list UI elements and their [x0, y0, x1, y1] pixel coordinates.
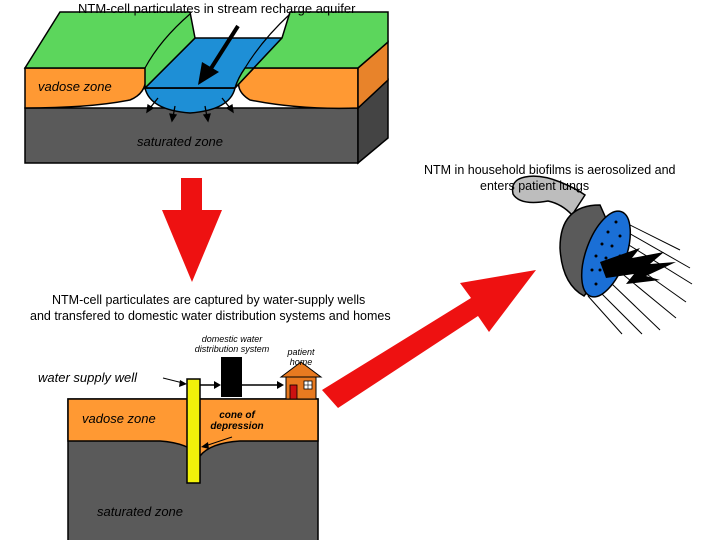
inflow-arrow-shaft	[208, 24, 240, 72]
red-arrow-down	[162, 178, 222, 282]
well-pointer-head	[179, 380, 187, 387]
stream-aquifer-block: vadose zone saturated zone	[23, 11, 389, 165]
right-caption-line2: enters patient lungs	[480, 179, 589, 193]
middle-caption-line1: NTM-cell particulates are captured by wa…	[52, 293, 365, 307]
ridge-line-left	[144, 13, 191, 69]
recharge-arrows	[146, 97, 234, 123]
well-cross-section: water supply well domestic water distrib…	[38, 334, 323, 540]
cone-pointer-head	[201, 442, 209, 449]
water-supply-well	[186, 378, 201, 484]
top-vadose-label: vadose zone	[38, 79, 112, 94]
home-label-2: home	[290, 357, 313, 367]
ridge-line-right	[244, 13, 291, 69]
grass-right	[234, 11, 389, 89]
well-pointer-line	[162, 377, 184, 384]
bottom-vadose-label: vadose zone	[82, 411, 156, 426]
cone-label-2: depression	[210, 421, 263, 432]
inflow-arrow-head	[198, 62, 219, 85]
cone-label-1: cone of	[219, 410, 256, 421]
aerosol-burst	[600, 248, 676, 284]
middle-caption-line2: and transfered to domestic water distrib…	[30, 309, 391, 323]
distribution-label-2: distribution system	[195, 344, 270, 354]
red-arrow-diagonal	[322, 270, 536, 408]
shower-arm	[511, 175, 587, 217]
cone-pointer-line	[204, 436, 233, 447]
top-saturated-label: saturated zone	[137, 134, 223, 149]
well-label: water supply well	[38, 370, 138, 385]
patient-home-icon	[279, 361, 323, 400]
stream-lens	[144, 87, 236, 114]
showerhead-icon	[511, 175, 693, 335]
distribution-label-1: domestic water	[202, 334, 264, 344]
right-caption-line1: NTM in household biofilms is aerosolized…	[424, 163, 676, 177]
pipe-arrow-2	[277, 381, 284, 389]
pipe-arrow-1	[214, 381, 221, 389]
top-title: NTM-cell particulates in stream recharge…	[78, 1, 356, 16]
top-vadose-front-right	[237, 67, 359, 110]
home-label-1: patient	[286, 347, 315, 357]
distribution-tank	[221, 357, 242, 397]
bottom-saturated-label: saturated zone	[97, 504, 183, 519]
